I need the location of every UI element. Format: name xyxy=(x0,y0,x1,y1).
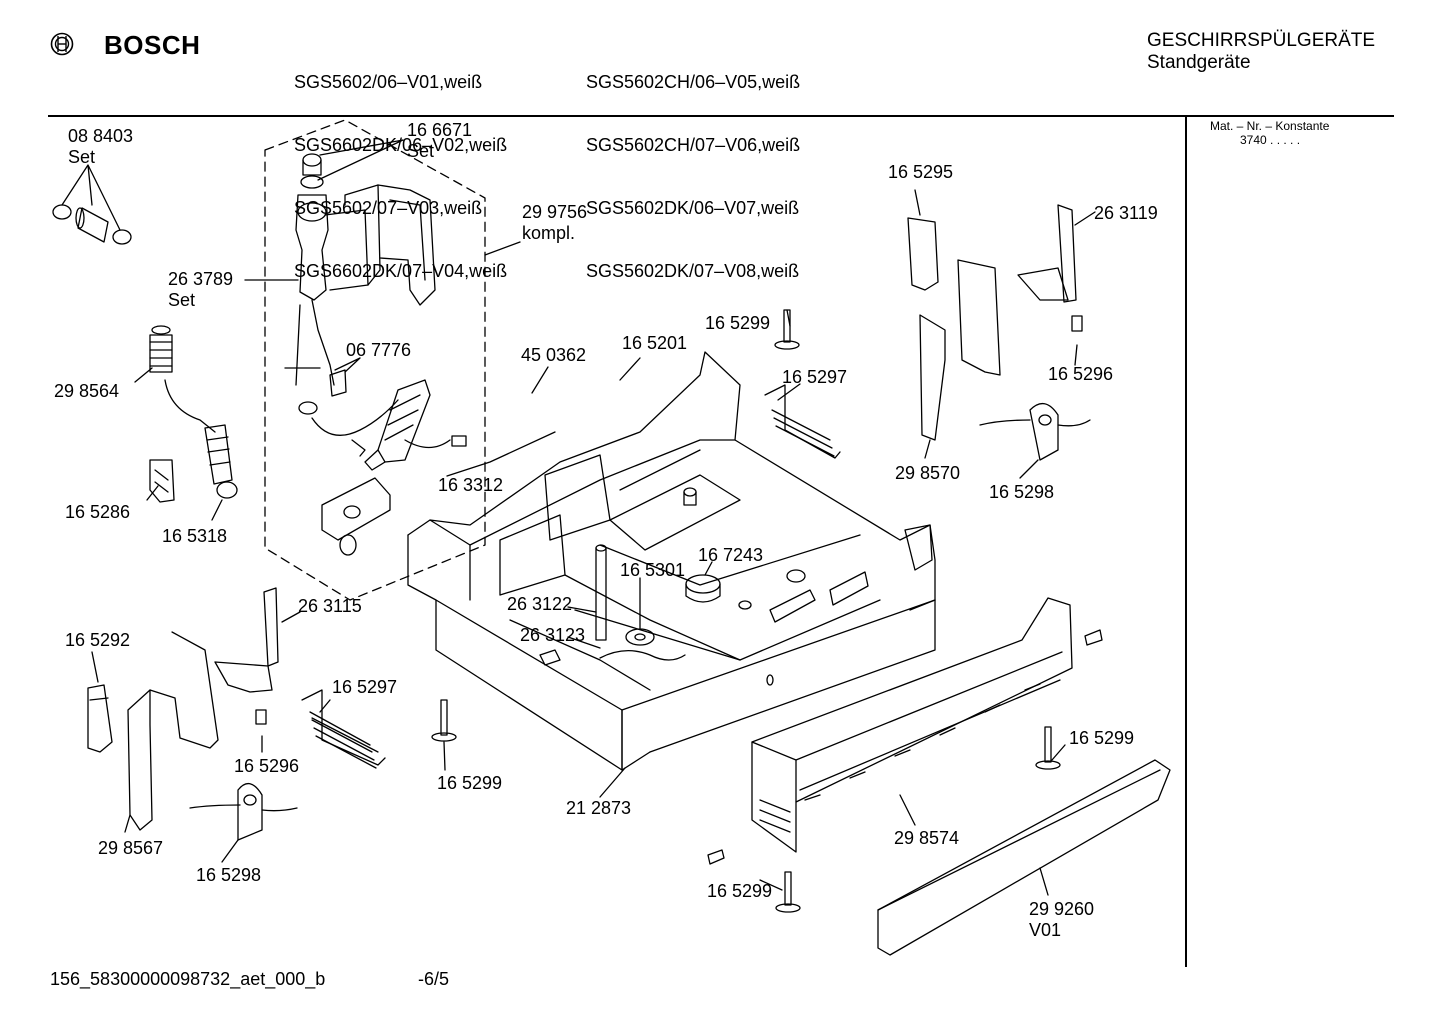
valve-set-outline xyxy=(264,119,486,601)
page-number: -6/5 xyxy=(418,969,450,989)
part-number: 16 7243 xyxy=(698,545,764,565)
model-code: SGS5602/06–V01,weiß xyxy=(294,72,483,92)
material-constant-label: Mat. – Nr. – Konstante xyxy=(1210,119,1330,133)
part-number: 16 3312 xyxy=(438,475,504,495)
part-number: 16 5286 xyxy=(65,502,131,522)
model-code: SGS6602DK/07–V04,weiß xyxy=(294,261,508,281)
document-id: 156_58300000098732_aet_000_b xyxy=(50,969,326,989)
part-number: 16 5299 xyxy=(707,881,773,901)
part-number: 06 7776 xyxy=(346,340,412,360)
part-number: 29 8574 xyxy=(894,828,960,848)
hose-harness-part xyxy=(311,379,467,471)
category-subtitle: Standgeräte xyxy=(1147,52,1251,73)
clamp-set-part xyxy=(52,204,132,245)
part-number: 16 5296 xyxy=(234,756,300,776)
part-number: 16 5298 xyxy=(989,482,1055,502)
brand-name: BOSCH xyxy=(104,30,201,60)
model-code: SGS5602DK/07–V08,weiß xyxy=(586,261,800,281)
part-number: 16 6671 xyxy=(407,120,473,140)
part-number: 29 8570 xyxy=(895,463,961,483)
side-divider xyxy=(1185,116,1187,967)
base-tub-part xyxy=(407,351,936,771)
heater-element-part xyxy=(764,384,841,459)
screw-part xyxy=(431,309,1103,913)
part-number: 16 5295 xyxy=(888,162,954,182)
model-code: SGS5602DK/06–V07,weiß xyxy=(586,198,800,218)
part-number: 16 5297 xyxy=(782,367,848,387)
part-note: Set xyxy=(68,147,96,167)
material-constant-value: 3740 . . . . . xyxy=(1240,133,1301,147)
part-number: 29 8564 xyxy=(54,381,120,401)
drain-hose-part xyxy=(149,325,238,499)
part-label: 16 6671 Set xyxy=(407,120,472,162)
category-title: GESCHIRRSPÜLGERÄTE xyxy=(1147,30,1376,51)
category-block: GESCHIRRSPÜLGERÄTE Standgeräte xyxy=(1147,30,1375,74)
part-number: 29 8567 xyxy=(98,838,164,858)
part-label: 29 9260 V01 xyxy=(1029,899,1094,941)
part-number: 26 3122 xyxy=(507,594,573,614)
part-number: 21 2873 xyxy=(566,798,632,818)
model-code: SGS5602CH/07–V06,weiß xyxy=(586,135,801,155)
bracket-left-part xyxy=(87,587,279,831)
part-number: 08 8403 xyxy=(68,126,134,146)
part-number: 26 3123 xyxy=(520,625,586,645)
part-number: 16 5299 xyxy=(1069,728,1135,748)
part-label: 26 3789 Set xyxy=(168,269,233,311)
part-note: Set xyxy=(168,290,196,310)
bracket-right-part xyxy=(907,204,1083,441)
float-switch-part xyxy=(189,783,298,841)
bosch-logo-icon xyxy=(50,32,74,56)
model-list-2: SGS5602CH/06–V05,weiß SGS5602CH/07–V06,w… xyxy=(586,30,800,303)
part-note: Set xyxy=(407,141,435,161)
part-number: 16 5299 xyxy=(705,313,771,333)
part-number: 45 0362 xyxy=(521,345,587,365)
heater-element-part xyxy=(301,689,386,769)
float-switch-part xyxy=(979,403,1091,461)
part-number: 16 5318 xyxy=(162,526,228,546)
control-unit-part xyxy=(321,477,391,556)
part-number: 16 5301 xyxy=(620,560,686,580)
part-label: 29 9756 kompl. xyxy=(522,202,587,244)
part-number: 16 5201 xyxy=(622,333,688,353)
part-note: V01 xyxy=(1029,920,1062,940)
part-number: 26 3115 xyxy=(298,596,362,616)
part-label: 08 8403 Set xyxy=(68,126,133,168)
front-panel-part xyxy=(751,597,1073,853)
kickplate-part xyxy=(877,759,1171,956)
part-number: 26 3789 xyxy=(168,269,234,289)
part-number: 16 5292 xyxy=(65,630,131,650)
material-constant: Mat. – Nr. – Konstante 3740 . . . . . xyxy=(1210,119,1329,147)
part-number: 29 9756 xyxy=(522,202,588,222)
part-number: 29 9260 xyxy=(1029,899,1095,919)
part-number: 16 5299 xyxy=(437,773,503,793)
model-code: SGS5602CH/06–V05,weiß xyxy=(586,72,801,92)
leader-lines xyxy=(61,139,1096,896)
part-number: 26 3119 xyxy=(1094,203,1158,223)
header-divider xyxy=(48,115,1394,117)
part-number: 16 5298 xyxy=(196,865,262,885)
valve-assembly-part xyxy=(295,153,436,415)
part-number: 16 5296 xyxy=(1048,364,1114,384)
connector-part xyxy=(149,459,175,503)
part-note: kompl. xyxy=(522,223,576,243)
part-number: 16 5297 xyxy=(332,677,398,697)
